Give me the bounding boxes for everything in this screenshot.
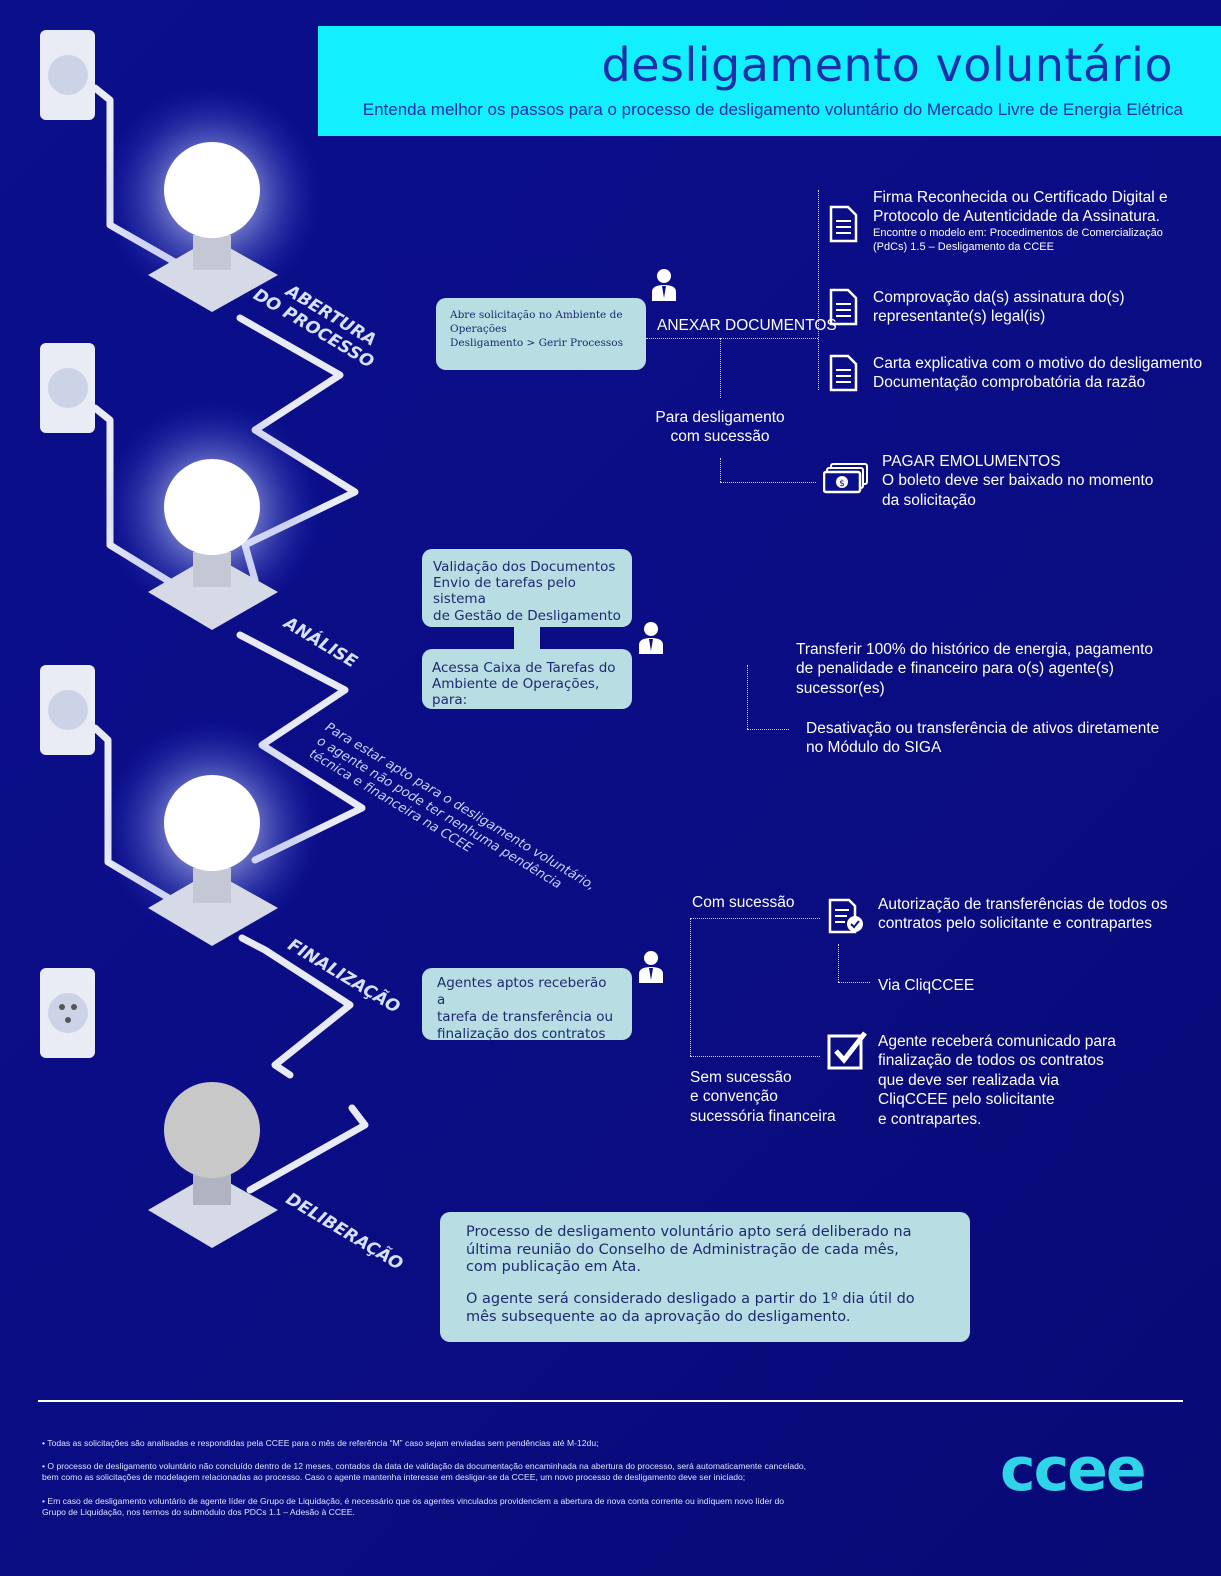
checkmark-icon [827,1030,869,1074]
sem-sucessao-label: Sem sucessão e convenção sucessória fina… [690,1069,836,1125]
com-sucessao-label: Com sucessão [692,894,795,911]
pagar-emolumentos: PAGAR EMOLUMENTOS O boleto deve ser baix… [882,453,1154,509]
lightbulb-icon [102,718,322,946]
document-icon [828,354,858,396]
lightbulb-icon [148,1082,278,1248]
abertura-box: Abre solicitação no Ambiente de Operaçõe… [436,298,646,370]
svg-text:$: $ [839,479,845,489]
money-icon: $ [822,462,869,498]
outlet-icon [40,30,95,120]
user-icon [637,950,665,988]
lamp-chain-illustration [40,30,369,1248]
user-icon [650,268,678,306]
footnotes: • Todas as solicitações são analisadas e… [42,1438,807,1517]
lightbulb-icon [102,400,322,630]
outlet-icon [40,343,95,433]
ccee-logo: ccee [1000,1435,1147,1505]
via-cliqccee: Via CliqCCEE [878,977,975,994]
doc-item-2: Comprovação da(s) assinatura do(s) repre… [873,289,1125,326]
user-icon [637,621,665,659]
outlet-icon [40,665,95,755]
analise-item-2: Desativação ou transferência de ativos d… [806,720,1160,757]
deliberacao-box: Processo de desligamento voluntário apto… [440,1212,970,1342]
autorizacao-text: Autorização de transferências de todos o… [878,896,1168,933]
checklist-icon [827,896,865,940]
agente-text: Agente receberá comunicado para finaliza… [878,1033,1116,1128]
analise-box-1: Validação dos Documentos Envio de tarefa… [422,549,632,627]
finalizacao-box: Agentes aptos receberão a tarefa de tran… [422,968,632,1042]
page-title: desligamento voluntário [601,38,1173,92]
header-banner: desligamento voluntário Entenda melhor o… [318,26,1221,136]
page-subtitle: Entenda melhor os passos para o processo… [362,100,1183,119]
footer-divider [38,1400,1183,1402]
analise-item-1: Transferir 100% do histórico de energia,… [796,641,1153,697]
anexar-documentos-label: ANEXAR DOCUMENTOS [657,317,837,334]
document-icon [828,205,858,247]
doc-item-1: Firma Reconhecida ou Certificado Digital… [873,189,1168,253]
analise-box-2: Acessa Caixa de Tarefas do Ambiente de O… [422,649,632,709]
document-icon [828,288,858,330]
sucessao-label: Para desligamento com sucessão [655,409,785,446]
outlet-icon [40,968,95,1058]
lightbulb-icon [102,85,322,312]
doc-item-3: Carta explicativa com o motivo do deslig… [873,355,1203,392]
